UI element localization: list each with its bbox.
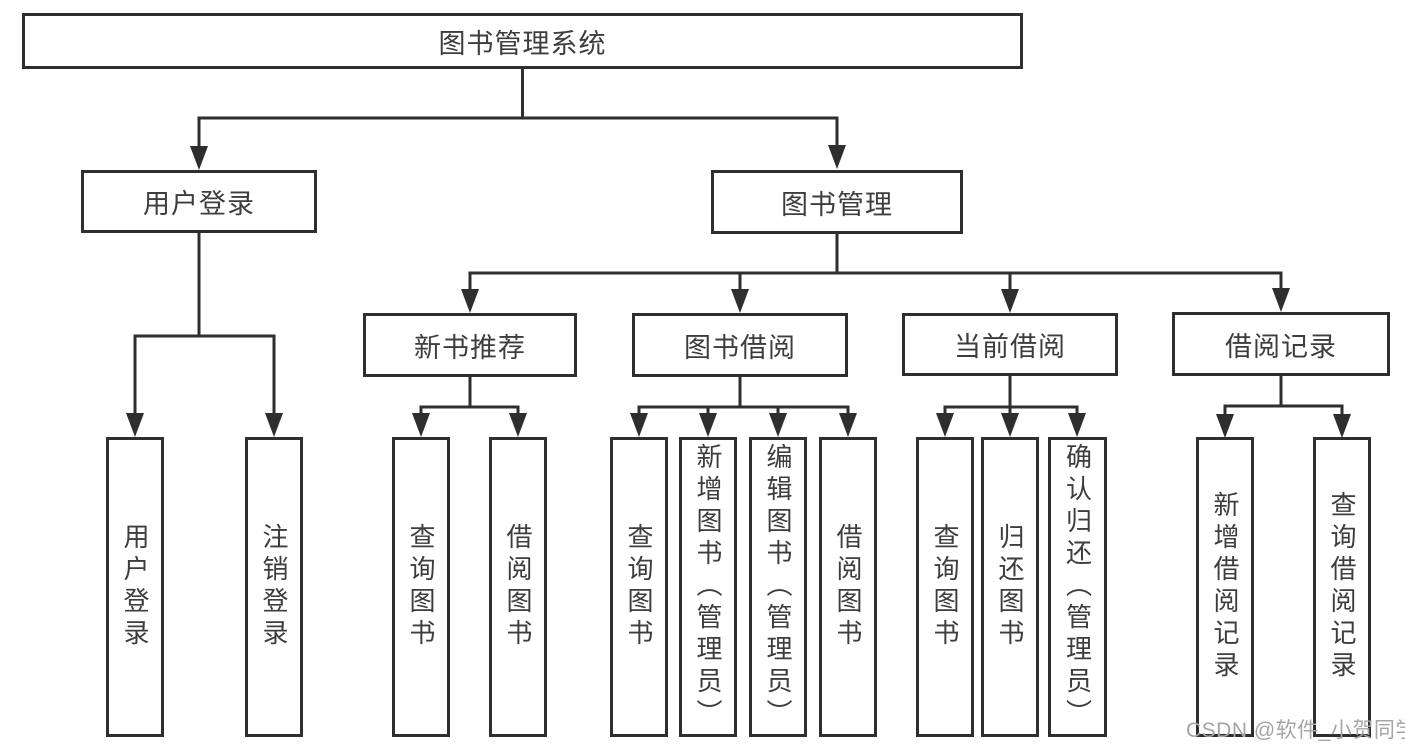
leaf-return-book: 归还图书 [981, 437, 1039, 737]
edge-borrow-to-leaves [630, 376, 857, 437]
node-root: 图书管理系统 [22, 13, 1023, 69]
node-borrow-records: 借阅记录 [1172, 312, 1390, 376]
edge-root-to-level2 [190, 69, 846, 170]
leaf-user-login: 用户登录 [106, 437, 164, 737]
node-current-borrow: 当前借阅 [902, 313, 1118, 376]
edge-current-to-leaves [936, 375, 1086, 437]
leaf-borrow-book-rec: 借阅图书 [489, 437, 547, 737]
csdn-watermark: CSDN @软件_小贺同学 [1186, 719, 1405, 742]
leaf-query-book-borrow: 查询图书 [610, 437, 668, 737]
leaf-query-book-rec: 查询图书 [392, 437, 450, 737]
leaf-edit-book-admin: 编辑图书（管理员） [749, 437, 807, 737]
edge-mgmt-to-level3 [461, 234, 1290, 313]
node-book-mgmt: 图书管理 [711, 170, 963, 234]
leaf-query-borrow-record: 查询借阅记录 [1313, 437, 1371, 737]
node-book-borrow: 图书借阅 [632, 313, 848, 377]
edge-newbook-to-leaves [412, 377, 527, 437]
leaf-logout: 注销登录 [245, 437, 303, 737]
leaf-add-borrow-record: 新增借阅记录 [1196, 437, 1254, 737]
leaf-borrow-book-borrow: 借阅图书 [819, 437, 877, 737]
leaf-add-book-admin: 新增图书（管理员） [679, 437, 737, 737]
node-user-login: 用户登录 [81, 170, 317, 233]
edge-records-to-leaves [1216, 375, 1351, 438]
leaf-query-book-current: 查询图书 [916, 437, 974, 737]
node-new-book-rec: 新书推荐 [363, 313, 577, 377]
edge-login-to-leaves [126, 233, 283, 437]
leaf-confirm-return-admin: 确认归还（管理员） [1048, 437, 1107, 737]
